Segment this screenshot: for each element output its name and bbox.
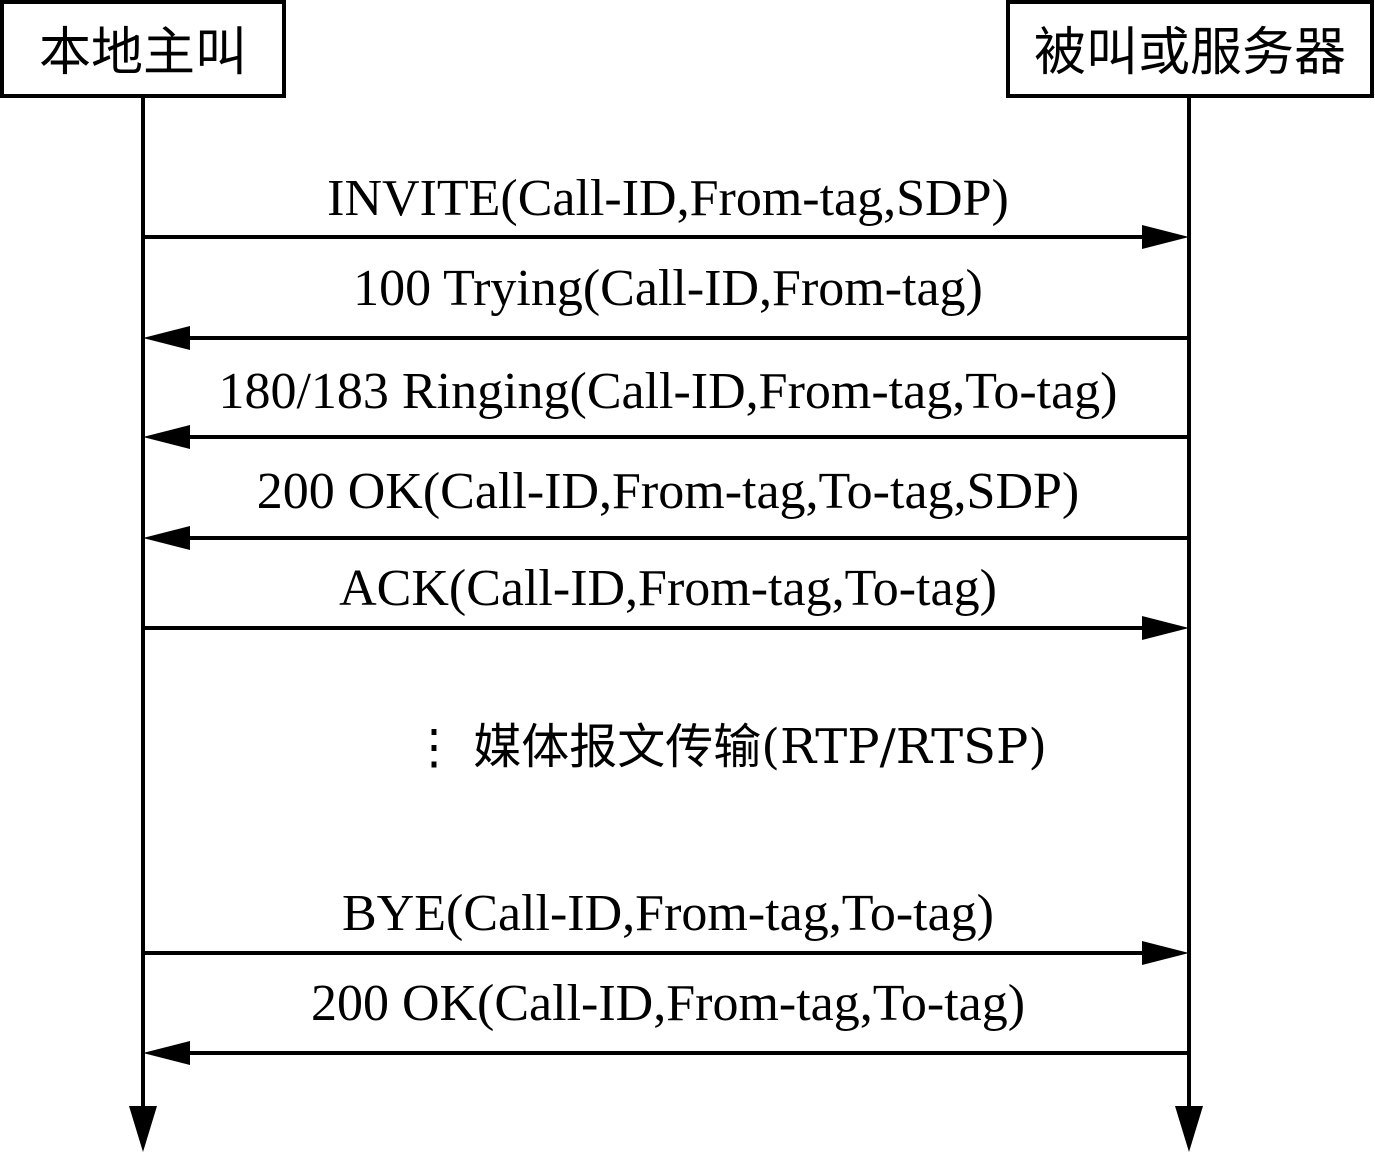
message-label: 180/183 Ringing(Call-ID,From-tag,To-tag): [218, 363, 1117, 420]
message-180-183-ringing: 180/183 Ringing(Call-ID,From-tag,To-tag): [143, 363, 1189, 449]
arrow-left-icon: [143, 326, 190, 350]
message-label: INVITE(Call-ID,From-tag,SDP): [327, 170, 1009, 227]
arrow-left-icon: [143, 425, 190, 449]
participant-callee-label: 被叫或服务器: [1034, 23, 1346, 83]
message-label: BYE(Call-ID,From-tag,To-tag): [342, 885, 994, 942]
participant-caller: 本地主叫: [0, 0, 286, 98]
lifeline-callee-arrow-icon: [1175, 1106, 1203, 1152]
message-label: 200 OK(Call-ID,From-tag,To-tag): [311, 975, 1025, 1032]
participant-callee: 被叫或服务器: [1006, 0, 1374, 98]
participant-callee-box: [1006, 0, 1374, 98]
message-100-trying: 100 Trying(Call-ID,From-tag): [143, 260, 1189, 350]
message-200-ok-sdp: 200 OK(Call-ID,From-tag,To-tag,SDP): [143, 463, 1189, 550]
arrow-right-icon: [1142, 225, 1189, 249]
message-label: ACK(Call-ID,From-tag,To-tag): [339, 560, 997, 617]
message-label: 200 OK(Call-ID,From-tag,To-tag,SDP): [257, 463, 1079, 520]
media-transport-note: ⋮ 媒体报文传输(RTP/RTSP): [410, 719, 1047, 775]
lifeline-caller-arrow-icon: [129, 1106, 157, 1152]
arrow-right-icon: [1142, 616, 1189, 640]
message-label: 100 Trying(Call-ID,From-tag): [353, 260, 983, 317]
message-ack: ACK(Call-ID,From-tag,To-tag): [143, 560, 1189, 640]
arrow-left-icon: [143, 526, 190, 550]
message-200-ok-bye: 200 OK(Call-ID,From-tag,To-tag): [143, 975, 1189, 1065]
arrow-right-icon: [1142, 941, 1189, 965]
arrow-left-icon: [143, 1041, 190, 1065]
participant-caller-label: 本地主叫: [39, 23, 247, 83]
message-bye: BYE(Call-ID,From-tag,To-tag): [143, 885, 1189, 965]
message-invite: INVITE(Call-ID,From-tag,SDP): [143, 170, 1189, 249]
participant-caller-box: [0, 0, 286, 98]
